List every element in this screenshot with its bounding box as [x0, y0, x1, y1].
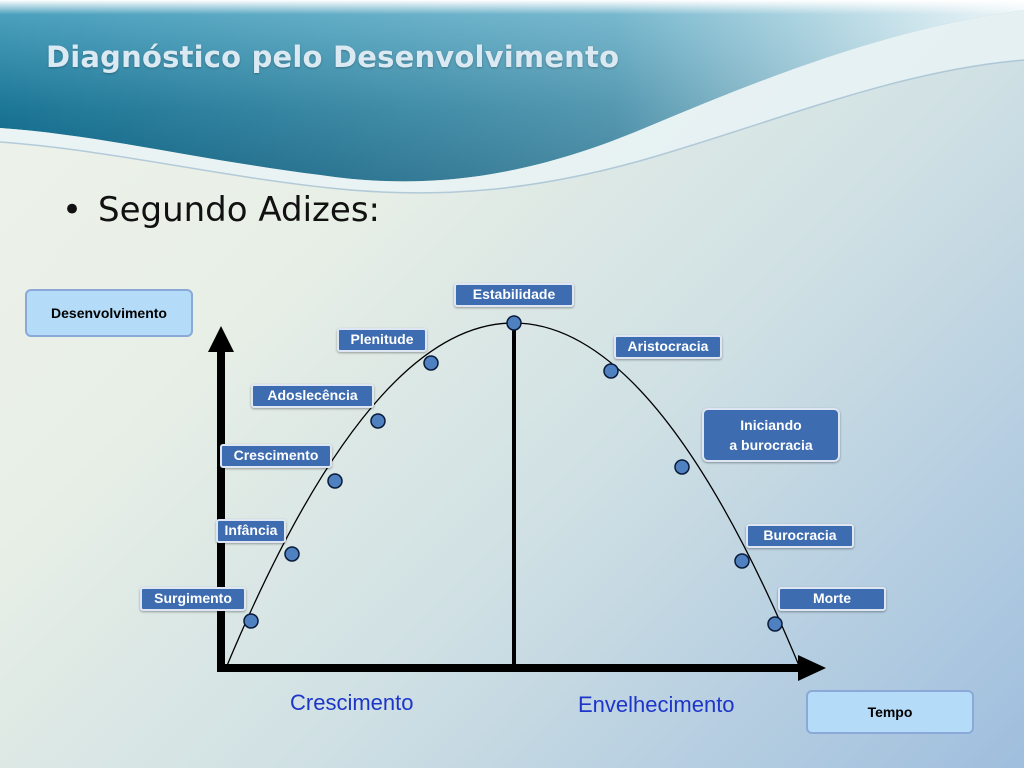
- stage-label-burocracia: Burocracia: [746, 524, 854, 548]
- y-axis-label: Desenvolvimento: [51, 305, 167, 321]
- stage-marker-8: [674, 459, 690, 475]
- stage-marker-4: [370, 413, 386, 429]
- stage-label-adoslecencia: Adoslecência: [251, 384, 374, 408]
- stage-label-plenitude: Plenitude: [337, 328, 427, 352]
- stage-marker-5: [423, 355, 439, 371]
- y-axis-label-box: Desenvolvimento: [25, 289, 193, 337]
- stage-marker-2: [284, 546, 300, 562]
- stage-label-infancia: Infância: [216, 519, 286, 543]
- stage-label-line-1: Iniciando: [740, 417, 802, 433]
- header-wave: [0, 0, 1024, 194]
- stage-label-morte: Morte: [778, 587, 886, 611]
- phase-growth-label: Crescimento: [290, 690, 414, 715]
- stage-marker-6: [506, 315, 522, 331]
- bullet-text: Segundo Adizes:: [98, 190, 380, 230]
- stage-marker-7: [603, 363, 619, 379]
- stage-marker-9: [734, 553, 750, 569]
- stage-label-line-2: a burocracia: [729, 437, 813, 453]
- x-axis-label-box: Tempo: [806, 690, 974, 734]
- phase-aging-label: Envelhecimento: [578, 692, 735, 717]
- stage-label-estabilidade: Estabilidade: [454, 283, 574, 307]
- stage-label-aristocracia: Aristocracia: [614, 335, 722, 359]
- stage-label-iniciando-burocracia: Iniciando a burocracia: [702, 408, 840, 462]
- stage-marker-10: [767, 616, 783, 632]
- y-axis-arrowhead: [208, 326, 234, 352]
- stage-label-crescimento: Crescimento: [220, 444, 332, 468]
- slide-title: Diagnóstico pelo Desenvolvimento: [46, 40, 620, 74]
- bullet-point: • Segundo Adizes:: [62, 190, 380, 230]
- stage-marker-3: [327, 473, 343, 489]
- x-axis-label: Tempo: [867, 704, 913, 720]
- stage-markers: [243, 315, 783, 632]
- x-axis-arrowhead: [798, 655, 826, 681]
- stage-marker-1: [243, 613, 259, 629]
- stage-label-surgimento: Surgimento: [140, 587, 246, 611]
- bullet-symbol: •: [62, 190, 83, 230]
